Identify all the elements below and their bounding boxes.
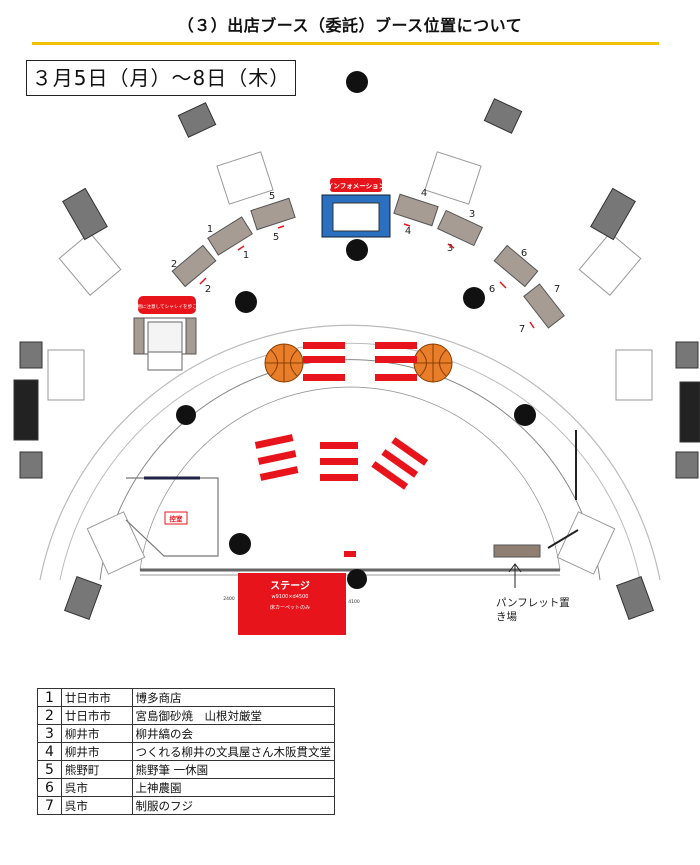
booth-7 bbox=[523, 283, 565, 329]
basketball-left-lines bbox=[265, 344, 303, 382]
svg-text:2: 2 bbox=[205, 284, 211, 295]
right-stand-rail bbox=[547, 529, 579, 549]
vendor-city: 廿日市市 bbox=[60, 688, 133, 707]
svg-text:4: 4 bbox=[421, 188, 427, 199]
notice-booth-side-left bbox=[133, 317, 145, 355]
vendor-city: 柳井市 bbox=[60, 742, 133, 761]
stage-area bbox=[238, 573, 346, 635]
arena-pillars bbox=[13, 98, 700, 621]
basketball-right-lines bbox=[414, 344, 452, 382]
vendor-city: 熊野町 bbox=[60, 760, 133, 779]
vendor-name: つくれる柳井の文具屋さん木阪貫文堂 bbox=[131, 742, 335, 761]
vendor-number: 1 bbox=[37, 688, 62, 707]
svg-text:1: 1 bbox=[243, 250, 249, 261]
notice-booth-side-right bbox=[185, 317, 197, 355]
svg-text:6: 6 bbox=[521, 248, 527, 259]
stage-left-dim: 2400 bbox=[223, 596, 235, 602]
booth-1 bbox=[207, 216, 253, 256]
vendor-city: 呉市 bbox=[60, 778, 133, 797]
information-banner bbox=[330, 178, 382, 192]
vendor-city: 廿日市市 bbox=[60, 706, 133, 725]
notice-booth-inner bbox=[147, 321, 183, 353]
information-label: インフォメーション bbox=[327, 182, 386, 190]
stage-size: w9100×d4500 bbox=[272, 594, 309, 600]
notice-label: 荷物に注意してシャレイを歩こう bbox=[133, 303, 202, 310]
vendor-number: 5 bbox=[37, 760, 62, 779]
booth-markers bbox=[199, 223, 535, 329]
stage-note: 床カーペットのみ bbox=[270, 604, 310, 611]
stage-label: ステージ bbox=[270, 580, 310, 592]
floor-plan-diagram: インフォメーション 5 5 1 1 2 2 4 4 3 3 6 6 7 7 bbox=[13, 71, 700, 635]
arena-seat-arc bbox=[99, 359, 601, 581]
arena-inner-arc bbox=[59, 342, 641, 581]
vendor-city: 柳井市 bbox=[60, 724, 133, 743]
booth-6 bbox=[493, 244, 539, 288]
svg-text:4: 4 bbox=[405, 226, 411, 237]
pamphlet-label-line1: パンフレット置 bbox=[496, 597, 570, 609]
vendor-number: 2 bbox=[37, 706, 62, 725]
svg-text:7: 7 bbox=[519, 324, 525, 335]
pillar-circles bbox=[176, 71, 536, 589]
pamphlet-label-line2: き場 bbox=[496, 610, 517, 623]
stage-right-dim: 4100 bbox=[348, 599, 360, 605]
vendor-name: 博多商店 bbox=[131, 688, 335, 707]
arena-floor-arc bbox=[139, 386, 561, 571]
date-range-box: ３月5日（月）～8日（木） bbox=[26, 60, 296, 96]
red-benches bbox=[254, 342, 429, 490]
title-divider bbox=[32, 42, 659, 45]
vendor-name: 宮島御砂焼 山根対厳堂 bbox=[131, 706, 335, 725]
vendor-number: 3 bbox=[37, 724, 62, 743]
booth-5 bbox=[250, 197, 296, 231]
svg-text:1: 1 bbox=[207, 224, 213, 235]
svg-text:3: 3 bbox=[469, 209, 475, 220]
svg-text:2: 2 bbox=[171, 259, 177, 270]
vendor-number: 4 bbox=[37, 742, 62, 761]
pamphlet-stand bbox=[493, 544, 541, 558]
vendor-name: 上神農園 bbox=[131, 778, 335, 797]
notice-banner bbox=[138, 296, 196, 314]
vendor-number: 7 bbox=[37, 796, 62, 815]
seat-sections bbox=[47, 151, 653, 575]
vendor-booths bbox=[171, 193, 565, 329]
booth-4 bbox=[393, 193, 439, 227]
vendor-name: 熊野筆 一休園 bbox=[131, 760, 335, 779]
stage-marker bbox=[344, 551, 356, 557]
notice-booth-step bbox=[147, 351, 183, 371]
svg-text:5: 5 bbox=[269, 191, 275, 202]
information-desk bbox=[332, 202, 380, 232]
vendor-name: 制服のフジ bbox=[131, 796, 335, 815]
vendor-name: 柳井縞の会 bbox=[131, 724, 335, 743]
arena-outer-arc bbox=[39, 324, 661, 581]
svg-text:5: 5 bbox=[273, 232, 279, 243]
office-label-box bbox=[164, 511, 188, 525]
pamphlet-arrow-head bbox=[508, 563, 522, 573]
svg-text:3: 3 bbox=[447, 243, 453, 254]
booth-3 bbox=[436, 209, 484, 247]
page-title: （３）出店ブース（委託）ブース位置について bbox=[177, 16, 523, 35]
svg-text:6: 6 bbox=[489, 284, 495, 295]
booth-number-labels: 5 5 1 1 2 2 4 4 3 3 6 6 7 7 bbox=[171, 188, 560, 335]
vendor-number: 6 bbox=[37, 778, 62, 797]
booth-2 bbox=[171, 244, 217, 288]
vendor-city: 呉市 bbox=[60, 796, 133, 815]
office-label: 控室 bbox=[170, 514, 184, 523]
svg-text:7: 7 bbox=[554, 284, 560, 295]
